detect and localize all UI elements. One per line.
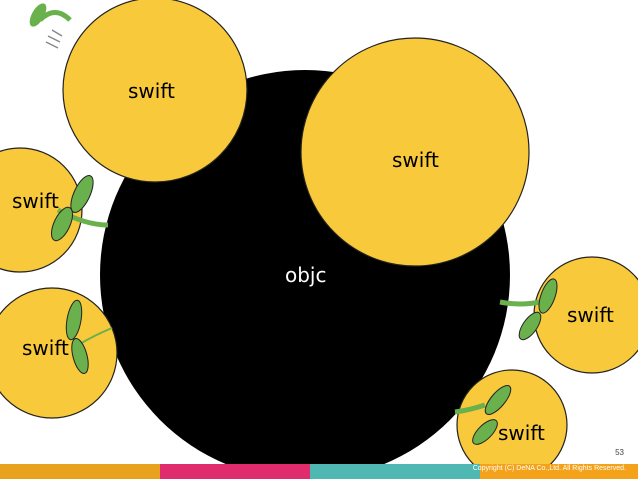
page-number: 53 [615,448,624,457]
sprout-icon [65,299,113,374]
swift-label-top-right: swift [392,148,439,172]
sprout-icon [50,175,109,242]
footer-segment [0,464,160,479]
swift-label-bottom-right: swift [498,421,545,445]
swift-label-right-middle: swift [567,303,614,327]
dena-logo: DeNA [8,463,36,475]
swift-circle-top-left [62,0,248,183]
objc-label: objc [285,263,326,287]
footer-segment [310,464,480,479]
swift-circle-left-lower [0,287,118,419]
footer-segment [480,464,638,479]
swift-label-top-left: swift [128,79,175,103]
swift-label-left-upper: swift [12,189,59,213]
sprout-icon [454,384,512,445]
swift-circle-bottom-right [456,369,568,479]
swift-label-left-lower: swift [22,336,69,360]
footer-segment [160,464,310,479]
swift-circle-left-upper [0,147,83,273]
swift-circle-top-right [300,37,530,267]
footer-bar [0,461,638,479]
sprout-icon [29,3,72,49]
sprout-icon [499,278,558,341]
copyright-text: Copyright (C) DeNA Co.,Ltd. All Rights R… [472,465,626,472]
